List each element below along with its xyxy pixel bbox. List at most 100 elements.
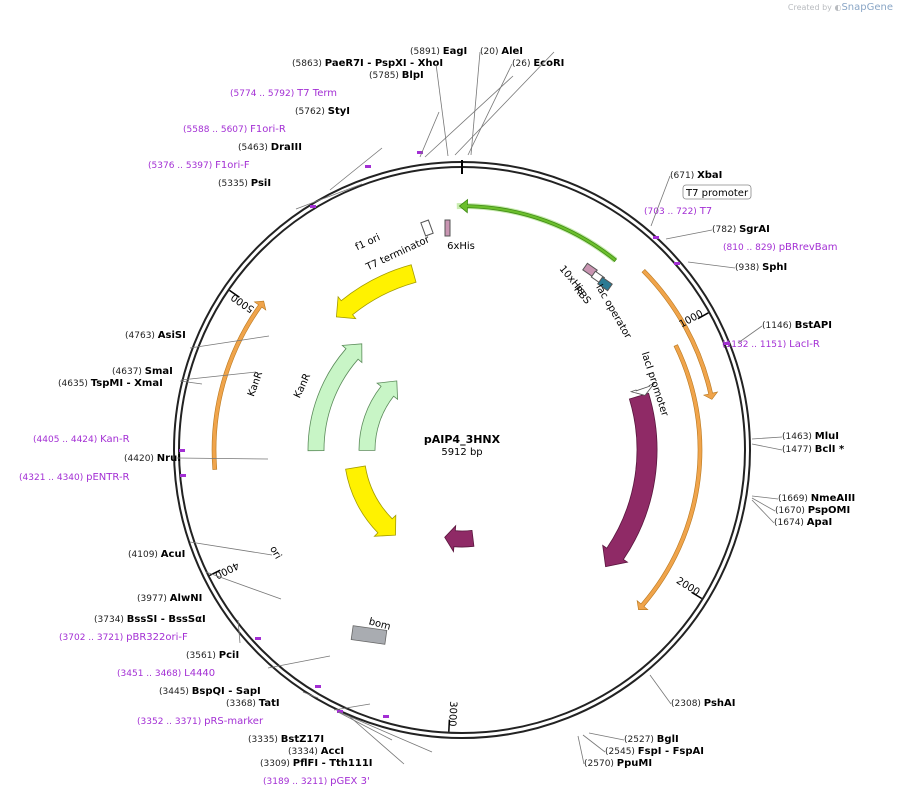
enzyme-position: (1477) <box>782 445 815 455</box>
enzyme-leader-line <box>470 51 481 156</box>
enzyme-name: BstAPI <box>795 320 832 331</box>
enzyme-site-label: (5785) BlpI <box>369 70 424 81</box>
primer-site-mark <box>180 474 186 477</box>
primer-site-mark <box>337 710 343 713</box>
primer-label: (810 .. 829) pBRrevBam <box>723 242 838 253</box>
primer-range: (5774 .. 5792) <box>230 89 297 99</box>
ori-arrow <box>345 465 397 537</box>
enzyme-leader-line <box>751 443 783 451</box>
rop-arrow <box>444 524 475 553</box>
enzyme-leader-line <box>179 380 203 385</box>
enzyme-name: PshAI <box>704 698 736 709</box>
enzyme-position: (1463) <box>782 432 815 442</box>
enzyme-position: (2570) <box>584 759 617 769</box>
enzyme-name: BspQI - SapI <box>192 686 261 697</box>
enzyme-leader-line <box>577 735 585 765</box>
enzyme-leader-line <box>751 497 776 512</box>
enzyme-position: (3445) <box>159 687 192 697</box>
primer-site-mark <box>255 637 261 640</box>
kanR-outer-label: KanR <box>246 370 265 398</box>
enzyme-position: (1670) <box>775 506 808 516</box>
position-tick-mark <box>229 289 240 298</box>
enzyme-site-label: (4763) AsiSI <box>125 330 186 341</box>
t7-terminator-box <box>420 219 434 237</box>
enzyme-position: (4420) <box>124 454 157 464</box>
enzyme-position: (5891) <box>410 47 443 57</box>
t7-region-glow <box>456 203 618 263</box>
enzyme-site-label: (782) SgrAI <box>712 224 770 235</box>
enzyme-position: (4763) <box>125 331 158 341</box>
primer-label: (1132 .. 1151) LacI-R <box>722 339 820 350</box>
plasmid-size: 5912 bp <box>441 447 482 458</box>
primer-range: (4321 .. 4340) <box>19 473 86 483</box>
enzyme-site-label: (1674) ApaI <box>774 517 832 528</box>
position-tick-label: 4000 <box>213 559 241 580</box>
enzyme-site-label: (3309) PflFI - Tth111I <box>260 758 373 769</box>
plasmid-name: pAIP4_3HNX <box>424 433 501 446</box>
enzyme-site-label: (1670) PspOMI <box>775 505 850 516</box>
orange-arc-left <box>211 300 267 470</box>
enzyme-leader-line <box>454 51 555 156</box>
enzyme-site-label: (3734) BssSI - BssSαI <box>94 614 206 625</box>
enzyme-leader-line <box>189 335 270 349</box>
enzyme-site-label: (4637) SmaI <box>112 366 173 377</box>
enzyme-leader-line <box>180 371 257 381</box>
t7-region-arrow <box>458 198 617 263</box>
primer-label: (3702 .. 3721) pBR322ori-F <box>59 632 188 643</box>
enzyme-name: NmeAIII <box>811 493 855 504</box>
enzyme-name: StyI <box>328 106 350 117</box>
enzyme-position: (3334) <box>288 747 321 757</box>
lacI-label: lacI <box>669 473 683 492</box>
primer-site-mark <box>315 685 321 688</box>
enzyme-name: SphI <box>762 262 787 273</box>
primer-label: (3352 .. 3371) pRS-marker <box>137 716 264 727</box>
enzyme-position: (4637) <box>112 367 145 377</box>
f1ori-label: f1 ori <box>354 232 382 253</box>
primer-range: (703 .. 722) <box>644 207 700 217</box>
enzyme-name: PspOMI <box>808 505 850 516</box>
enzyme-site-label: (5863) PaeR7I - PspXI - XhoI <box>292 58 443 69</box>
enzyme-leader-line <box>650 175 671 227</box>
enzyme-site-label: (3368) TatI <box>226 698 280 709</box>
primer-site-mark <box>724 342 730 345</box>
enzyme-name: AsiSI <box>158 330 186 341</box>
primer-site-mark <box>417 151 423 154</box>
enzyme-leader-line <box>205 571 282 600</box>
enzyme-name: FspI - FspAI <box>638 746 704 757</box>
enzyme-position: (1146) <box>762 321 795 331</box>
enzyme-site-label: (3561) PciI <box>186 650 239 661</box>
enzyme-site-label: (26) EcoRI <box>512 58 564 69</box>
enzyme-site-label: (1669) NmeAIII <box>778 493 855 504</box>
primer-range: (810 .. 829) <box>723 243 779 253</box>
primer-label: (5774 .. 5792) T7 Term <box>230 88 337 99</box>
enzyme-position: (5863) <box>292 59 325 69</box>
primer-label: (5376 .. 5397) F1ori-F <box>148 160 250 171</box>
enzyme-leader-line <box>189 541 273 556</box>
primer-name: F1ori-F <box>215 160 250 171</box>
primer-label: (4321 .. 4340) pENTR-R <box>19 472 130 483</box>
enzyme-leader-line <box>435 63 449 157</box>
primer-range: (3352 .. 3371) <box>137 717 204 727</box>
primer-name: Kan-R <box>100 434 129 445</box>
enzyme-name: NruI <box>157 453 181 464</box>
enzyme-position: (3335) <box>248 735 281 745</box>
enzyme-leader-line <box>348 715 405 765</box>
enzyme-position: (3561) <box>186 651 219 661</box>
enzyme-name: BglI <box>657 734 679 745</box>
primer-label: (3451 .. 3468) L4440 <box>117 668 215 679</box>
primer-label: (5588 .. 5607) F1ori-R <box>183 124 286 135</box>
enzyme-leader-line <box>737 325 763 344</box>
enzyme-name: PciI <box>219 650 239 661</box>
enzyme-position: (3309) <box>260 759 293 769</box>
enzyme-name: SmaI <box>145 366 173 377</box>
primer-site-mark <box>383 715 389 718</box>
enzyme-leader-line <box>588 732 625 741</box>
kanR-inner-label: KanR <box>292 372 313 400</box>
primer-name: L4440 <box>184 668 215 679</box>
enzyme-site-label: (1146) BstAPI <box>762 320 832 331</box>
enzyme-name: ApaI <box>807 517 832 528</box>
enzyme-name: TatI <box>259 698 280 709</box>
primer-site-mark <box>653 236 659 239</box>
enzyme-site-label: (5335) PsiI <box>218 178 271 189</box>
